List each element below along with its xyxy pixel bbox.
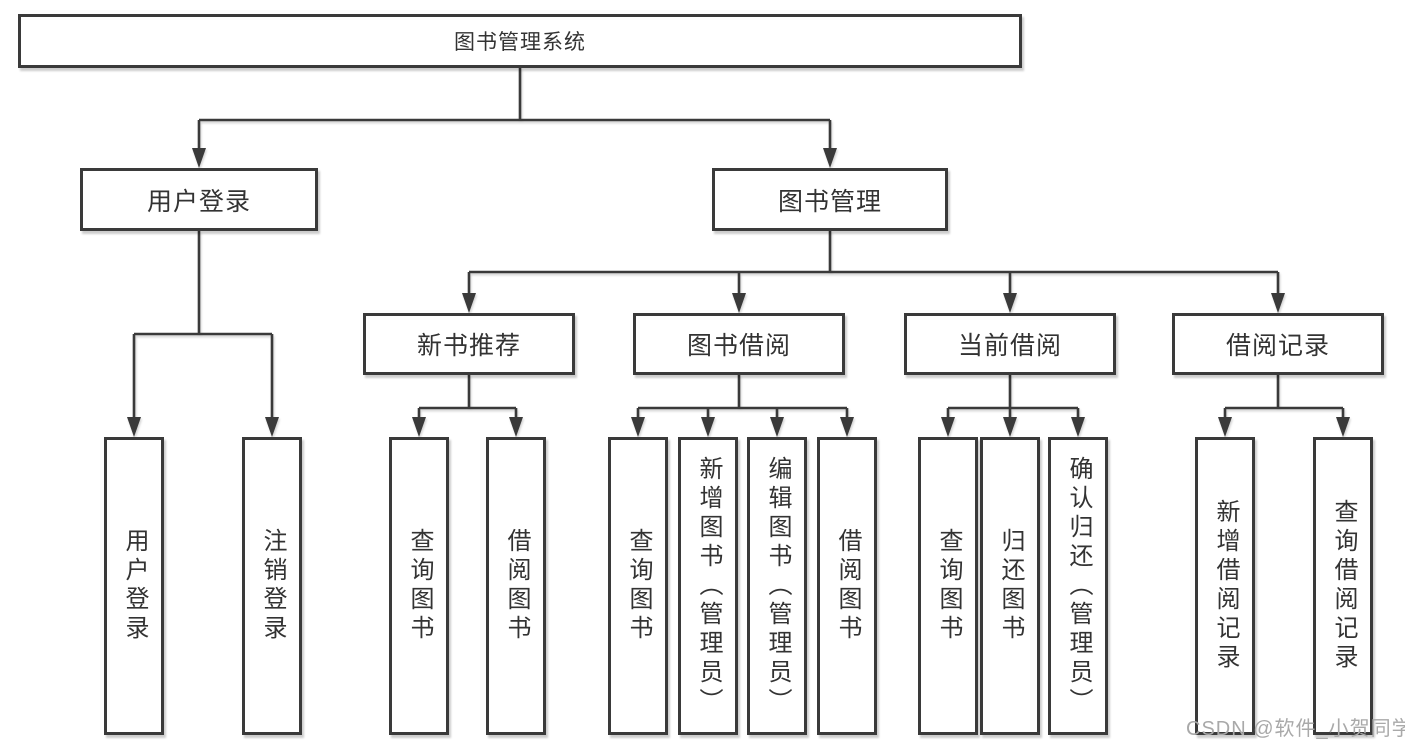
leaf-edit-book-admin: 编辑图书（管理员）	[747, 437, 807, 735]
leaf-confirm-return-admin: 确认归还（管理员）	[1048, 437, 1108, 735]
leaf-query-books-3: 查询图书	[918, 437, 978, 735]
leaf-query-borrow-record: 查询借阅记录	[1313, 437, 1373, 735]
leaf-add-book-admin: 新增图书（管理员）	[678, 437, 738, 735]
leaf-query-books-1: 查询图书	[389, 437, 449, 735]
leaf-label: 用户登录	[121, 528, 148, 644]
watermark: CSDN @软件_小贺同学	[1186, 718, 1405, 740]
leaf-query-books-2: 查询图书	[608, 437, 668, 735]
node-user-login: 用户登录	[80, 168, 318, 231]
leaf-label: 查询图书	[625, 528, 652, 644]
leaf-return-book: 归还图书	[980, 437, 1040, 735]
arrowheads	[127, 148, 1350, 437]
leaf-logout: 注销登录	[242, 437, 302, 735]
leaf-label: 查询图书	[406, 528, 433, 644]
leaf-borrow-books-2: 借阅图书	[817, 437, 877, 735]
leaf-label: 编辑图书（管理员）	[764, 455, 791, 717]
leaf-label: 新增图书（管理员）	[695, 455, 722, 717]
node-borrowing-records: 借阅记录	[1172, 313, 1384, 375]
leaf-label: 新增借阅记录	[1212, 499, 1239, 673]
leaf-borrow-books-1: 借阅图书	[486, 437, 546, 735]
node-library-management-system: 图书管理系统	[18, 14, 1022, 68]
node-current-borrowing: 当前借阅	[904, 313, 1116, 375]
leaf-label: 归还图书	[997, 528, 1024, 644]
node-new-book-recommendation: 新书推荐	[363, 313, 575, 375]
leaf-user-login: 用户登录	[104, 437, 164, 735]
node-book-management: 图书管理	[712, 168, 948, 231]
leaf-label: 借阅图书	[503, 528, 530, 644]
leaf-label: 借阅图书	[834, 528, 861, 644]
leaf-add-borrow-record: 新增借阅记录	[1195, 437, 1255, 735]
leaf-label: 查询图书	[935, 528, 962, 644]
leaf-label: 注销登录	[259, 528, 286, 644]
leaf-label: 确认归还（管理员）	[1065, 455, 1092, 717]
leaf-label: 查询借阅记录	[1330, 499, 1357, 673]
node-book-borrowing: 图书借阅	[633, 313, 845, 375]
